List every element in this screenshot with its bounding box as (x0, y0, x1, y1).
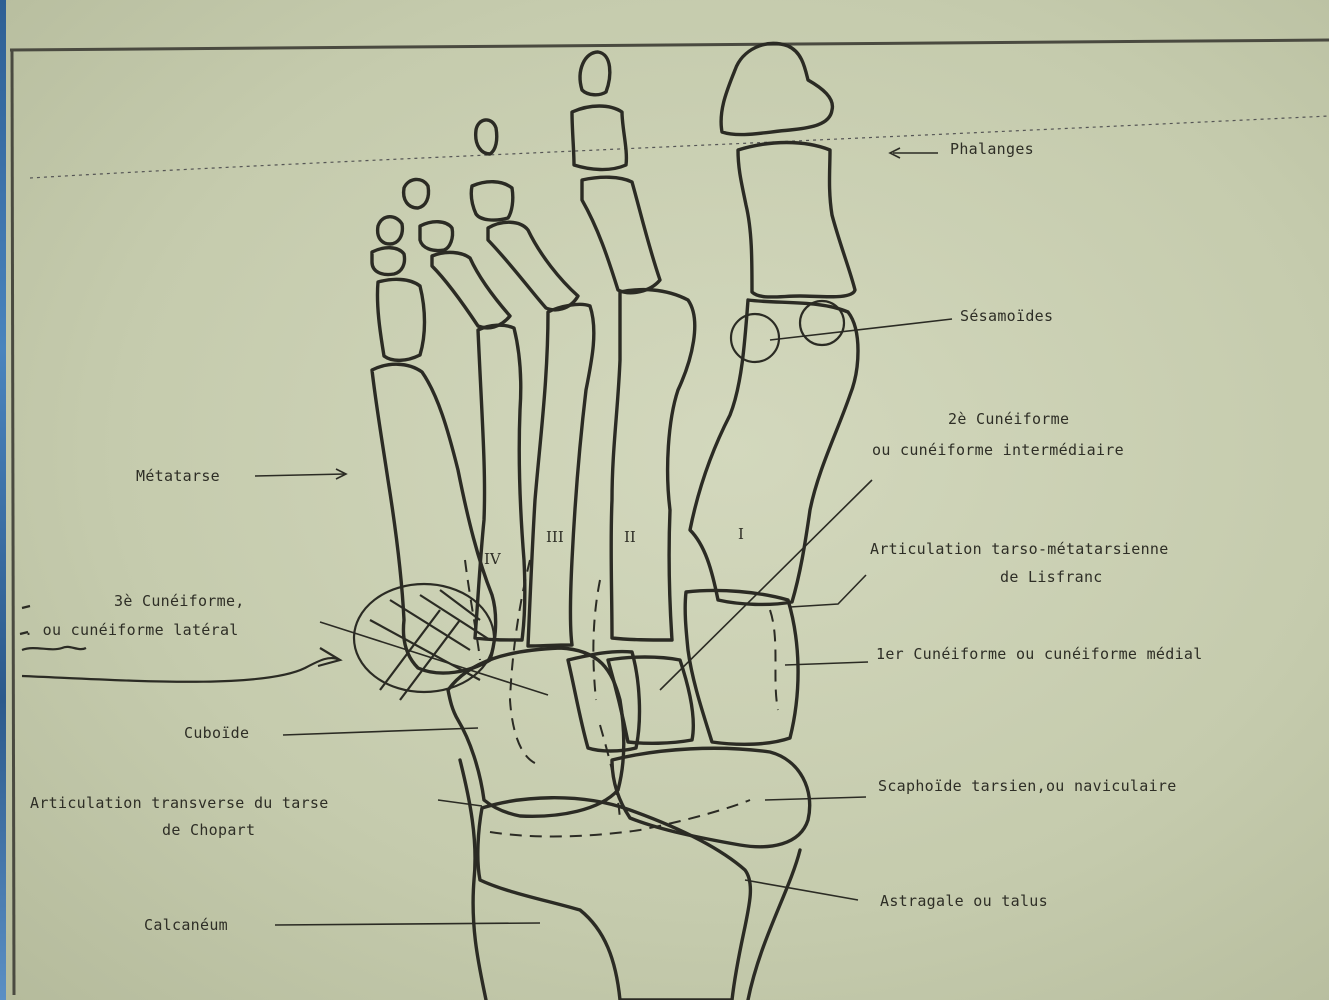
handwritten-scribble (22, 647, 86, 650)
label-astragale: Astragale ou talus (880, 892, 1048, 910)
metatarsal-i (690, 300, 858, 604)
toe-iii-distal-phalanx (476, 120, 497, 154)
hidden-outline-metatarsal-ii (593, 580, 600, 700)
label-sesamoides: Sésamoïdes (960, 307, 1053, 325)
talus (478, 798, 751, 1000)
label-chopart-line2: de Chopart (162, 821, 255, 839)
cuboid (448, 648, 624, 816)
toe-iii-proximal-phalanx (488, 222, 578, 310)
label-phalanges: Phalanges (950, 140, 1034, 158)
metatarsal-ii (611, 290, 695, 640)
label-cuneiforme3-line1: 3è Cunéiforme, (114, 592, 245, 610)
toe-ii-proximal-phalanx (582, 177, 660, 293)
label-chopart-line1: Articulation transverse du tarse (30, 794, 329, 812)
leader-calcaneum (275, 923, 540, 925)
label-lisfranc-line1: Articulation tarso-métatarsienne (870, 540, 1169, 558)
leader-chopart (438, 800, 482, 806)
fold-line (30, 116, 1329, 178)
label-scaphoide: Scaphoïde tarsien,ou naviculaire (878, 777, 1177, 795)
handwritten-arrow (22, 648, 340, 682)
toe-v-distal-phalanx (378, 217, 403, 244)
hallux-proximal-phalanx (738, 143, 855, 298)
label-cuneiforme1: 1er Cunéiforme ou cunéiforme médial (876, 645, 1203, 663)
toe-iii-middle-phalanx (471, 182, 513, 220)
navicular (612, 748, 810, 846)
numeral-metatarsal-ii: II (624, 528, 636, 546)
label-lisfranc-line2: de Lisfranc (1000, 568, 1103, 586)
leader-cuboide (283, 728, 478, 735)
numeral-metatarsal-iv: IV (484, 550, 501, 568)
cuneiform-medial (685, 590, 798, 744)
leader-lisfranc (790, 575, 866, 607)
toe-v-proximal-phalanx (377, 279, 424, 360)
toe-iv-middle-phalanx (420, 222, 453, 251)
page-frame-left (12, 50, 14, 995)
leader-scaphoide (765, 797, 866, 800)
label-cuneiforme3-line2: . ou cunéiforme latéral (24, 621, 239, 639)
toe-iv-distal-phalanx (404, 179, 429, 208)
hidden-outline-cuneiform-medial (770, 610, 778, 710)
toe-ii-distal-phalanx (580, 52, 610, 95)
label-metatarse: Métatarse (136, 467, 220, 485)
leader-astragale (745, 880, 858, 900)
page-frame-top (10, 40, 1329, 50)
hallux-distal-phalanx (721, 43, 832, 134)
label-cuneiforme2-line1: 2è Cunéiforme (948, 410, 1069, 428)
toe-iv-proximal-phalanx (432, 252, 510, 327)
numeral-metatarsal-i: I (738, 525, 744, 543)
leader-cuneiforme2 (660, 480, 872, 690)
leader-sesamoides (770, 319, 952, 340)
label-cuneiforme2-line2: ou cunéiforme intermédiaire (872, 441, 1124, 459)
label-cuboide: Cuboïde (184, 724, 249, 742)
numeral-metatarsal-iii: III (546, 528, 564, 546)
toe-ii-middle-phalanx (572, 106, 626, 170)
sesamoid-lateral (800, 301, 844, 345)
leader-metatarse (255, 474, 345, 476)
sesamoid-medial (731, 314, 779, 362)
metatarsal-iv (475, 325, 525, 640)
toe-v-middle-phalanx (372, 248, 405, 275)
metatarsal-iii (528, 304, 594, 646)
label-calcaneum: Calcanéum (144, 916, 228, 934)
